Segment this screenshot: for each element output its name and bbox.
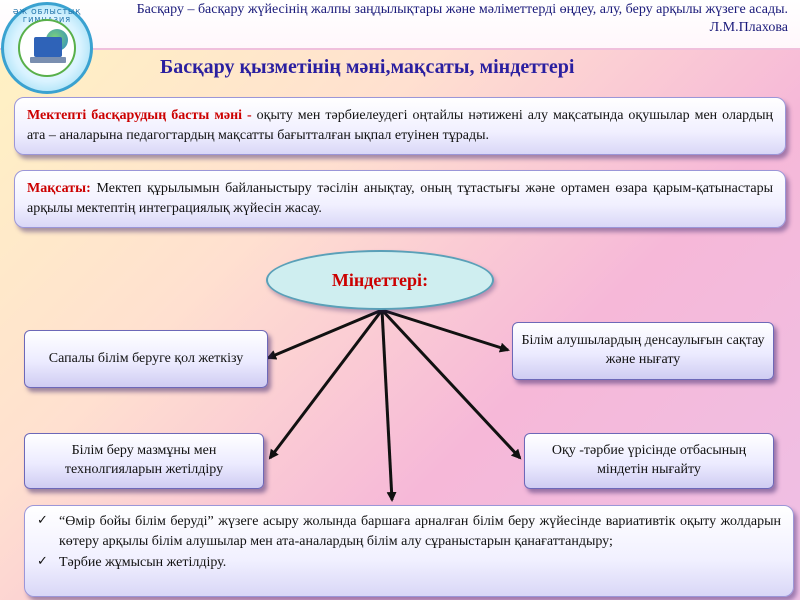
task-box-3: Білім беру мазмұны мен технолгияларын же…	[24, 433, 264, 489]
bullets-box: ✓ “Өмір бойы білім беруді” жүзеге асыру …	[24, 505, 794, 597]
essence-box: Мектепті басқарудың басты мәні - оқыту м…	[14, 97, 786, 155]
tasks-heading: Міндеттері:	[266, 250, 494, 310]
laptop-icon	[30, 37, 66, 63]
essence-lead: Мектепті басқарудың басты мәні -	[27, 108, 257, 123]
header-subtitle: Басқару – басқару жүйесінің жалпы заңдыл…	[136, 2, 788, 17]
bullet-item: ✓ Тәрбие жұмысын жетілдіру.	[37, 553, 781, 573]
page-title: Басқару қызметінің мәні,мақсаты, міндетт…	[160, 56, 575, 78]
bullet-text: “Өмір бойы білім беруді” жүзеге асыру жо…	[59, 514, 781, 550]
logo-emblem	[18, 19, 76, 77]
check-icon: ✓	[37, 513, 48, 528]
arrow-to-bottom	[380, 309, 397, 502]
task-box-2: Білім алушылардың денсаулығын сақтау жән…	[512, 322, 774, 380]
arrow-to-task-1	[266, 308, 383, 360]
essence-text: оқыту мен тәрбиелеудегі оңтайлы нәтижені…	[27, 108, 773, 144]
school-logo: ӘЖ ОБЛЫСТЫҚ ГИМНАЗИЯ	[1, 2, 93, 94]
goal-text: Мектеп құрылымын байланыстыру тәсілін ан…	[27, 181, 773, 217]
goal-box: Мақсаты: Мектеп құрылымын байланыстыру т…	[14, 170, 786, 228]
arrow-to-task-3	[268, 309, 384, 460]
check-icon: ✓	[37, 553, 48, 569]
bullet-item: ✓ “Өмір бойы білім беруді” жүзеге асыру …	[37, 512, 781, 553]
bullet-list: ✓ “Өмір бойы білім беруді” жүзеге асыру …	[25, 506, 793, 573]
goal-lead: Мақсаты:	[27, 181, 91, 196]
header-bar: Басқару – басқару жүйесінің жалпы заңдыл…	[0, 0, 800, 50]
task-box-1: Сапалы білім беруге қол жеткізу	[24, 330, 268, 388]
arrow-to-task-2	[381, 308, 510, 353]
header-author: Л.М.Плахова	[709, 20, 788, 35]
task-box-4: Оқу -тәрбие үрісінде отбасының міндетін …	[524, 433, 774, 489]
bullet-text: Тәрбие жұмысын жетілдіру.	[59, 554, 227, 570]
arrow-to-task-4	[380, 308, 522, 460]
